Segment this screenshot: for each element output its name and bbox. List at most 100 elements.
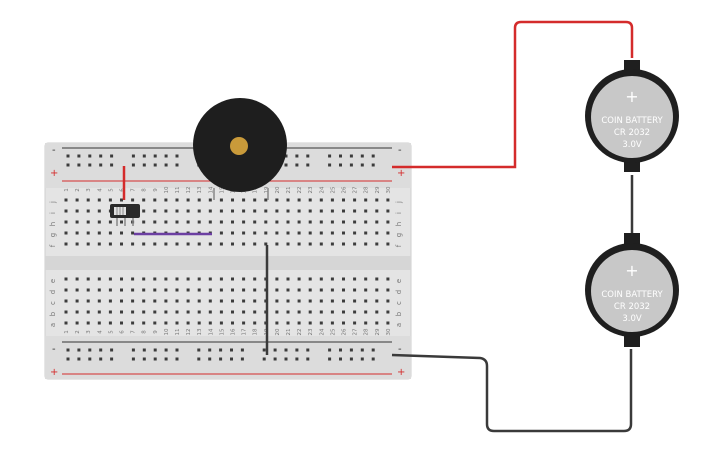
column-number: 4 <box>97 330 103 334</box>
breadboard: - + - + - + - + 112233445566778899101011… <box>44 142 412 380</box>
column-number: 21 <box>286 329 292 336</box>
breadboard-hole <box>164 154 168 158</box>
row-letter: b <box>49 311 57 316</box>
breadboard-hole <box>264 198 268 202</box>
column-number: 23 <box>308 186 314 193</box>
column-number: 24 <box>319 186 325 193</box>
rail-plus-label-br: + <box>397 367 405 378</box>
breadboard-hole <box>253 209 257 213</box>
breadboard-hole <box>64 231 68 235</box>
breadboard-hole <box>153 288 157 292</box>
breadboard-hole <box>86 299 90 303</box>
breadboard-hole <box>342 321 345 325</box>
breadboard-hole <box>75 277 79 281</box>
breadboard-hole <box>386 288 390 292</box>
breadboard-hole <box>286 198 290 202</box>
breadboard-hole <box>164 310 168 314</box>
breadboard-hole <box>339 348 342 352</box>
breadboard-hole <box>328 348 332 352</box>
breadboard-hole <box>242 231 246 235</box>
breadboard-hole <box>108 288 112 292</box>
breadboard-hole <box>371 163 375 167</box>
breadboard-hole <box>242 321 246 325</box>
column-number: 20 <box>275 186 281 193</box>
breadboard-hole <box>108 321 112 325</box>
breadboard-hole <box>375 310 379 314</box>
breadboard-hole <box>186 220 190 224</box>
breadboard-hole <box>131 288 135 292</box>
column-number: 1 <box>64 330 70 334</box>
breadboard-hole <box>375 231 379 235</box>
column-number: 16 <box>231 328 237 335</box>
breadboard-hole <box>108 242 112 246</box>
breadboard-hole <box>197 198 201 202</box>
breadboard-hole <box>253 299 257 303</box>
breadboard-hole <box>262 357 266 361</box>
breadboard-hole <box>153 310 157 314</box>
breadboard-hole <box>97 231 101 235</box>
breadboard-hole <box>286 299 290 303</box>
breadboard-hole <box>364 288 368 292</box>
breadboard-hole <box>242 299 246 303</box>
breadboard-hole <box>131 348 135 352</box>
column-number: 7 <box>131 188 137 192</box>
column-number: 9 <box>153 330 159 334</box>
breadboard-hole <box>231 231 234 235</box>
breadboard-hole <box>108 231 112 235</box>
breadboard-hole <box>219 357 223 361</box>
breadboard-hole <box>275 231 279 235</box>
breadboard-hole <box>230 348 233 352</box>
breadboard-hole <box>64 220 68 224</box>
breadboard-hole <box>364 198 368 202</box>
breadboard-hole <box>86 277 90 281</box>
row-letter: i <box>49 212 57 214</box>
breadboard-hole <box>364 277 368 281</box>
breadboard-hole <box>339 163 342 167</box>
row-letter: j <box>49 201 57 204</box>
breadboard-hole <box>295 357 299 361</box>
breadboard-hole <box>99 348 103 352</box>
breadboard-hole <box>175 299 179 303</box>
breadboard-hole <box>97 321 101 325</box>
breadboard-hole <box>386 209 390 213</box>
row-letter: g <box>49 233 57 237</box>
column-number: 25 <box>330 186 336 193</box>
row-letter: a <box>395 323 403 327</box>
breadboard-hole <box>330 277 334 281</box>
breadboard-hole <box>297 198 301 202</box>
breadboard-hole <box>186 242 190 246</box>
row-letter: c <box>395 301 403 305</box>
row-letter: b <box>395 311 403 316</box>
rail-minus-label-bl: - <box>52 344 56 355</box>
breadboard-hole <box>175 198 179 202</box>
column-number: 6 <box>120 188 126 192</box>
breadboard-hole <box>275 220 279 224</box>
breadboard-hole <box>275 277 279 281</box>
breadboard-hole <box>342 310 345 314</box>
breadboard-hole <box>186 209 190 213</box>
breadboard-hole <box>86 321 90 325</box>
breadboard-hole <box>66 154 70 158</box>
breadboard-hole <box>319 310 323 314</box>
breadboard-hole <box>208 220 212 224</box>
breadboard-hole <box>219 231 223 235</box>
breadboard-hole <box>142 163 146 167</box>
row-letter: g <box>395 233 403 237</box>
breadboard-hole <box>297 321 301 325</box>
column-number: 10 <box>164 328 170 335</box>
breadboard-hole <box>186 310 190 314</box>
breadboard-hole <box>77 163 81 167</box>
breadboard-hole <box>308 198 312 202</box>
breadboard-hole <box>253 231 257 235</box>
breadboard-hole <box>264 231 268 235</box>
breadboard-hole <box>231 277 234 281</box>
column-number: 29 <box>375 328 381 335</box>
breadboard-hole <box>297 299 301 303</box>
breadboard-hole <box>120 288 123 292</box>
slide-switch[interactable] <box>110 204 140 226</box>
row-letter: i <box>395 212 403 214</box>
breadboard-hole <box>153 277 157 281</box>
breadboard-hole <box>197 277 201 281</box>
breadboard-hole <box>364 209 368 213</box>
breadboard-hole <box>197 348 201 352</box>
